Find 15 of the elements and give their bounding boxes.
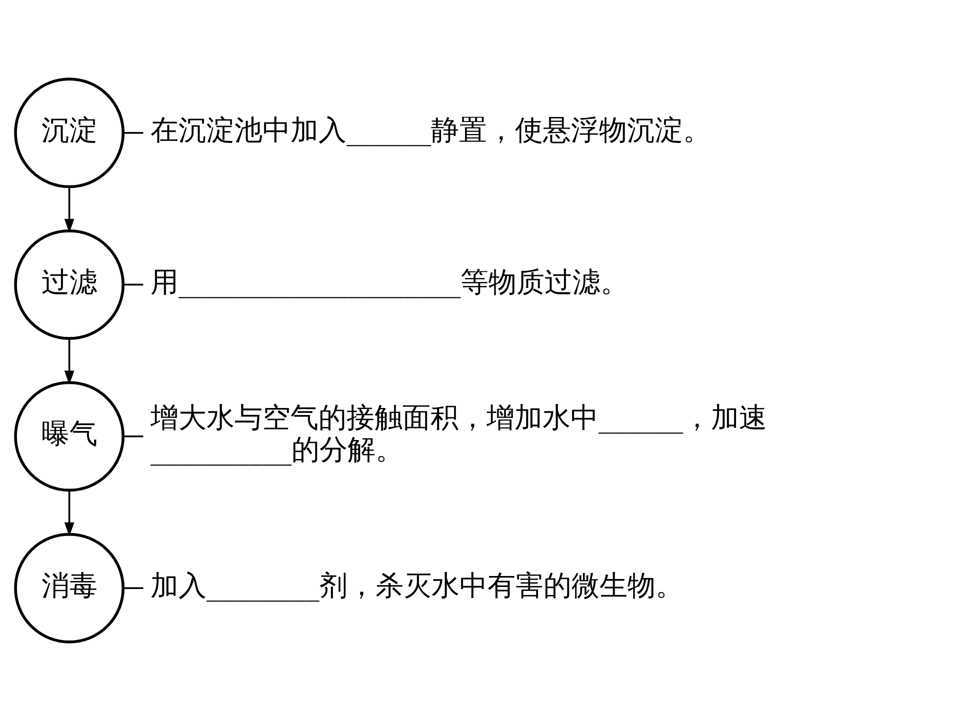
node-text: 增大水与空气的接触面积，增加水中______，加速__________的分解。 [150, 400, 768, 466]
node-circle: 沉淀 [14, 77, 125, 188]
arrow [64, 490, 74, 536]
connector [124, 132, 144, 134]
node-text: 用____________________等物质过滤。 [150, 264, 629, 298]
node-circle: 曝气 [14, 380, 125, 492]
arrow [64, 186, 74, 233]
connector [124, 435, 144, 437]
node-circle: 过滤 [14, 228, 125, 340]
connector [124, 283, 144, 285]
node-text: 加入________剂，杀灭水中有害的微生物。 [150, 568, 684, 602]
node-text: 在沉淀池中加入______静置，使悬浮物沉淀。 [150, 113, 712, 146]
connector [124, 586, 144, 588]
arrow [64, 338, 74, 384]
node-circle: 消毒 [14, 532, 125, 643]
